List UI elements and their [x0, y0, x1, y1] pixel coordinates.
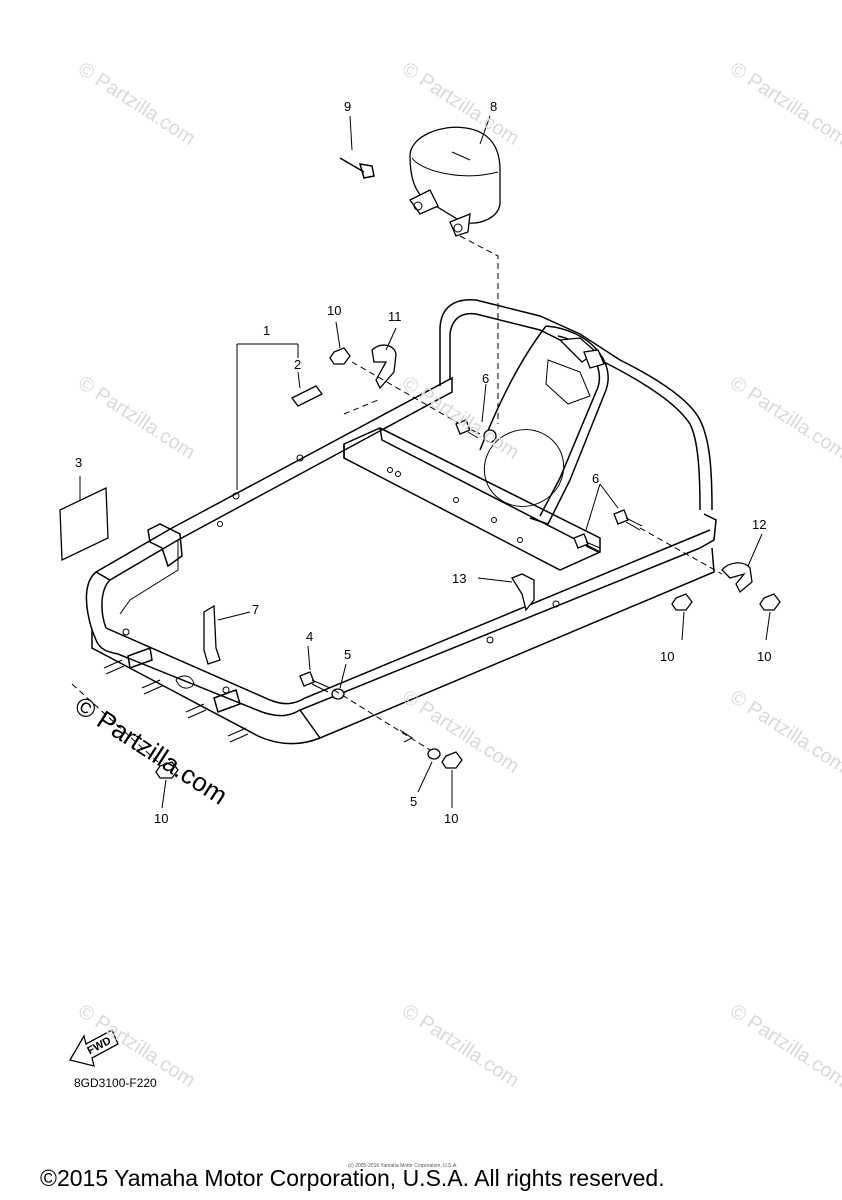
alignment-lines [71, 235, 723, 765]
nuts-and-washers [155, 347, 781, 779]
copyright-notice: ©2015 Yamaha Motor Corporation, U.S.A. A… [40, 1165, 665, 1191]
studs [103, 659, 249, 743]
clip-part-7 [203, 604, 221, 665]
callout-5: 5 [344, 647, 352, 662]
bracket-part-12 [721, 562, 753, 594]
rivet-part-9 [339, 157, 375, 179]
frame-assembly [85, 298, 717, 745]
fine-print: (c) 2005-2016 Yamaha Motor Corporation, … [348, 1163, 458, 1169]
callout-6: 6 [592, 471, 600, 486]
callout-8: 8 [490, 99, 498, 114]
callout-10: 10 [660, 649, 675, 664]
callout-2: 2 [294, 357, 302, 372]
callout-5: 5 [410, 794, 418, 809]
callout-10: 10 [154, 811, 169, 826]
label-part-3 [59, 486, 109, 562]
callout-1: 1 [263, 323, 271, 338]
callout-4: 4 [306, 629, 314, 644]
leader-lines [79, 115, 771, 809]
callout-6: 6 [482, 371, 490, 386]
diagram-code: 8GD3100-F220 [74, 1076, 157, 1090]
callout-3: 3 [75, 455, 83, 470]
callout-10: 10 [757, 649, 772, 664]
callout-11: 11 [388, 309, 402, 324]
callout-7: 7 [252, 602, 260, 617]
callout-9: 9 [344, 99, 352, 114]
frame-holes [122, 454, 560, 694]
callout-10: 10 [327, 303, 342, 318]
callout-13: 13 [452, 571, 467, 586]
clip-part-13 [511, 573, 535, 612]
callout-10: 10 [444, 811, 459, 826]
emblem-part-2 [291, 385, 323, 407]
guard-cover-part-8 [409, 126, 501, 237]
bracket-part-11 [371, 344, 397, 390]
callout-12: 12 [752, 517, 767, 532]
